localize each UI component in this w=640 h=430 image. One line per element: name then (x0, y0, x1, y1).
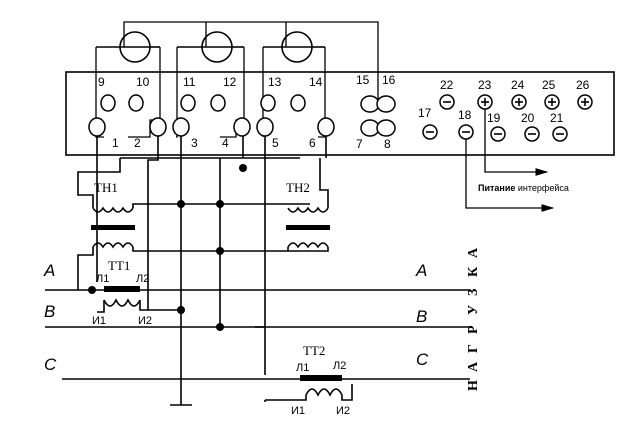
terminal-24-label: 24 (511, 78, 525, 92)
load-letter-7: А (466, 247, 481, 258)
meter-elements (96, 31, 325, 63)
tn1-label: ТН1 (94, 180, 118, 195)
interface-terminals: 22 23 24 25 26 17 18 19 20 21 (418, 78, 593, 142)
voltage-transformer-tn1: ТН1 (91, 180, 135, 249)
phase-a-right: A (415, 261, 427, 280)
tt1-l2-label: Л2 (136, 273, 149, 285)
phase-lines (45, 289, 470, 380)
load-letter-4: У (466, 305, 481, 315)
phase-c-left: C (44, 355, 57, 374)
terminal-15-label: 15 (356, 73, 370, 87)
tn2-label: ТН2 (286, 180, 310, 195)
terminal-17-label: 17 (418, 106, 432, 120)
load-label: Н А Г Р У З К А (466, 247, 481, 391)
terminal-26-label: 26 (576, 78, 590, 92)
terminal-14-label: 14 (309, 75, 323, 89)
tt1-i2-label: И2 (138, 315, 152, 327)
tt2-label: ТТ2 (303, 343, 325, 358)
tt1-l1-label: Л1 (96, 273, 109, 285)
phase-a-left: A (43, 261, 55, 280)
terminal-9-label: 9 (98, 75, 105, 89)
terminal-3-label: 3 (191, 136, 198, 150)
terminal-6-label: 6 (309, 136, 316, 150)
tt2-l2-label: Л2 (333, 360, 346, 372)
terminal-12-label: 12 (223, 75, 237, 89)
terminal-20-label: 20 (521, 111, 535, 125)
terminal-4-label: 4 (222, 136, 229, 150)
terminal-row-top (100, 94, 306, 112)
load-letter-1: А (466, 361, 481, 372)
terminal-10-label: 10 (136, 75, 150, 89)
phase-b-left: B (44, 302, 55, 321)
tt2-i1-label: И1 (291, 405, 305, 417)
terminal-25-label: 25 (542, 78, 556, 92)
load-letter-6: К (466, 266, 481, 277)
power-label-bold: Питание (478, 183, 515, 193)
power-label: Питание интерфейса (478, 183, 569, 193)
interface-power-leads (465, 109, 555, 212)
terminal-row-bottom (88, 117, 335, 137)
meter-internal-links (95, 21, 379, 138)
voltage-transformer-tn2: ТН2 (286, 180, 330, 249)
load-letter-3: Р (466, 325, 481, 334)
load-letter-0: Н (466, 380, 481, 391)
power-label-rest: интерфейса (515, 183, 568, 193)
load-letter-5: З (466, 289, 481, 296)
terminal-8-label: 8 (384, 137, 391, 151)
tt2-l1-label: Л1 (296, 362, 309, 374)
terminal-numbers-bottom: 1 2 3 4 5 6 7 8 (112, 136, 391, 151)
tt1-label: ТТ1 (108, 258, 130, 273)
terminal-2-label: 2 (134, 136, 141, 150)
meter-body (65, 71, 615, 156)
load-letter-2: Г (466, 344, 481, 353)
terminal-1-label: 1 (112, 136, 119, 150)
vt-wiring (77, 136, 329, 406)
terminal-23-label: 23 (478, 78, 492, 92)
terminal-18-label: 18 (458, 108, 472, 122)
current-transformer-tt2: ТТ2 Л1 Л2 И1 И2 (264, 343, 353, 417)
terminal-19-label: 19 (487, 111, 501, 125)
terminal-5-label: 5 (272, 136, 279, 150)
phase-c-right: C (416, 350, 429, 369)
terminal-22-label: 22 (440, 78, 454, 92)
terminal-block-aux (360, 95, 396, 137)
terminal-numbers-top: 9 10 11 12 13 14 15 16 (98, 73, 396, 89)
tt2-i2-label: И2 (336, 405, 350, 417)
terminal-21-label: 21 (550, 111, 564, 125)
terminal-11-label: 11 (183, 75, 196, 89)
terminal-7-label: 7 (356, 137, 363, 151)
terminal-16-label: 16 (382, 73, 396, 87)
current-transformer-tt1: ТТ1 Л1 Л2 И1 И2 (92, 258, 181, 327)
phase-b-right: B (416, 307, 427, 326)
tt1-i1-label: И1 (92, 315, 106, 327)
terminal-13-label: 13 (268, 75, 282, 89)
